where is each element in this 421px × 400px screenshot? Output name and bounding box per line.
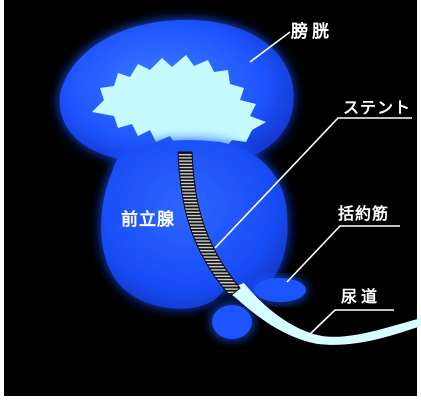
sphincter-upper <box>254 278 306 302</box>
label-prostate: 前立腺 <box>121 212 175 229</box>
sphincter-lower <box>212 305 252 339</box>
label-urethra: 尿道 <box>341 289 381 305</box>
label-stent: ステント <box>343 100 411 116</box>
label-sphincter: 括約筋 <box>338 206 389 222</box>
label-bladder: 膀胱 <box>291 24 333 41</box>
sphincter-leader <box>287 226 400 282</box>
